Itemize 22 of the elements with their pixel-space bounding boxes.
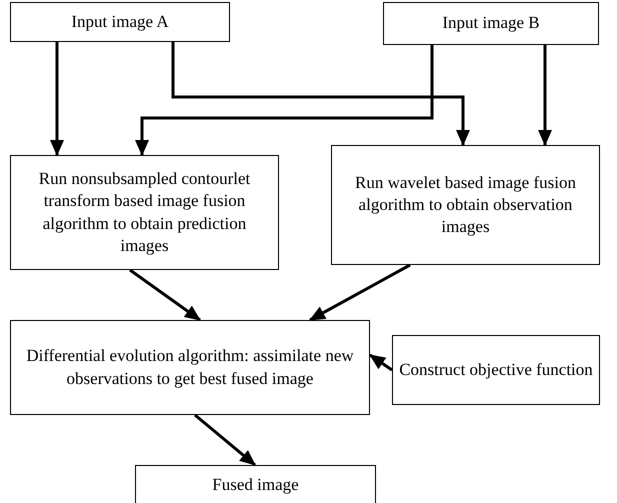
process-box bbox=[10, 2, 230, 42]
process-box bbox=[10, 155, 279, 270]
process-box bbox=[135, 465, 376, 503]
box-text: Run wavelet based image fusion algorithm to obtain observation images bbox=[354, 172, 577, 238]
process-box bbox=[392, 335, 600, 405]
arrow bbox=[172, 42, 470, 146]
box-text: Input image A bbox=[71, 10, 169, 33]
arrow bbox=[309, 264, 411, 322]
arrow bbox=[135, 45, 434, 156]
box-text: Fused image bbox=[212, 474, 299, 496]
arrow bbox=[369, 354, 393, 372]
box-text: Construct objective function bbox=[399, 358, 593, 381]
arrow bbox=[194, 414, 256, 466]
process-box bbox=[10, 320, 370, 415]
arrow bbox=[538, 45, 552, 146]
arrow bbox=[129, 268, 201, 322]
process-box bbox=[331, 145, 600, 265]
process-box bbox=[383, 2, 599, 45]
box-text: Run nonsubsampled contourlet transform based image fusion algorithm to obtain prediction images bbox=[38, 168, 252, 257]
box-text: Input image B bbox=[442, 12, 540, 34]
box-text: Differential evolution algorithm: assimilate new observations to get best fused image bbox=[25, 345, 355, 390]
arrow bbox=[50, 42, 64, 156]
